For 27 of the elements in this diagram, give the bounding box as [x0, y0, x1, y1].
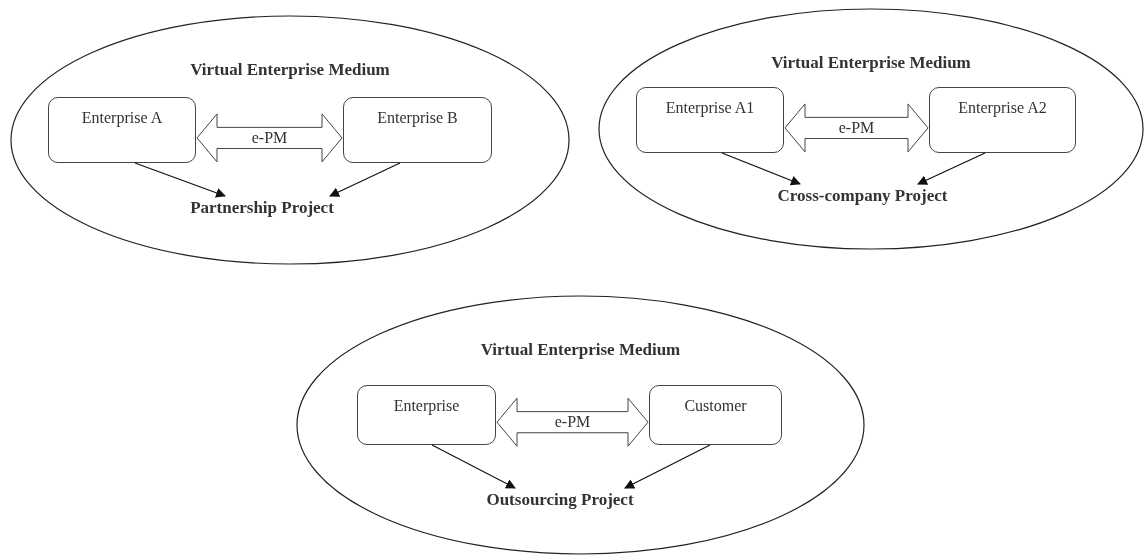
entity-box — [636, 87, 784, 153]
project-label: Partnership Project — [190, 197, 334, 220]
entity-box — [649, 385, 782, 445]
entity-label: Customer — [684, 397, 747, 414]
ellipse-region — [10, 15, 570, 265]
arrow — [431, 444, 516, 489]
arrow — [721, 152, 801, 186]
arrow — [134, 162, 226, 198]
arrow — [329, 162, 401, 197]
region-title: Virtual Enterprise Medium — [771, 52, 971, 74]
entity-box — [48, 97, 196, 163]
arrow — [624, 444, 711, 489]
entity-box — [929, 87, 1076, 153]
project-label: Cross-company Project — [777, 185, 948, 208]
region-title: Virtual Enterprise Medium — [480, 339, 681, 361]
project-label: Outsourcing Project — [486, 489, 634, 512]
arrow — [917, 152, 986, 185]
entity-label: Enterprise A2 — [958, 99, 1047, 116]
region-title: Virtual Enterprise Medium — [190, 59, 390, 81]
ellipse-region — [296, 295, 865, 555]
entity-box — [343, 97, 492, 163]
entity-label: Enterprise B — [377, 109, 458, 126]
entity-label: Enterprise — [393, 397, 460, 414]
entity-label: Enterprise A — [81, 109, 163, 126]
entity-label: Enterprise A1 — [665, 99, 755, 116]
ellipse-region — [598, 8, 1144, 250]
entity-box — [357, 385, 496, 445]
